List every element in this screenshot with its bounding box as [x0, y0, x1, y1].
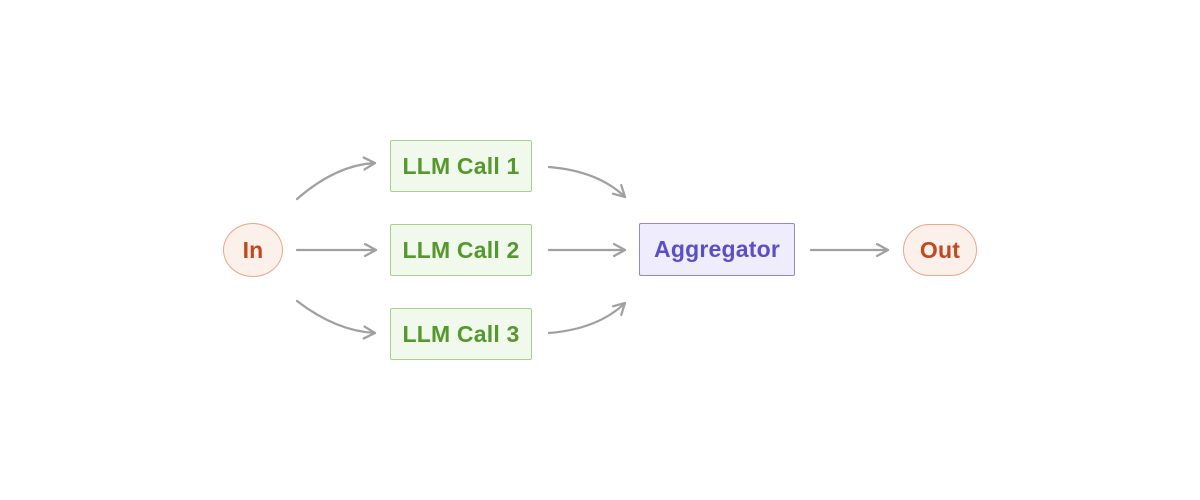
node-llm-call-2-label: LLM Call 2	[402, 236, 520, 263]
node-aggregator-label: Aggregator	[654, 236, 780, 262]
node-llm-call-3: LLM Call 3	[390, 308, 532, 360]
node-llm-call-2: LLM Call 2	[390, 224, 532, 276]
edge-in-to-llm-call-1	[295, 163, 377, 201]
node-in-label: In	[242, 236, 264, 263]
node-out-label: Out	[919, 236, 961, 263]
node-llm-call-1: LLM Call 1	[390, 140, 532, 192]
edge-in-to-llm-call-3	[295, 299, 377, 333]
node-out: Out	[903, 224, 977, 276]
node-llm-call-3-label: LLM Call 3	[402, 320, 520, 347]
edge-llm-call-1-to-aggregator	[547, 165, 627, 199]
edge-llm-call-3-to-aggregator	[547, 301, 627, 335]
node-llm-call-1-label: LLM Call 1	[402, 152, 520, 179]
node-aggregator: Aggregator	[639, 223, 795, 276]
node-in: In	[223, 223, 283, 277]
